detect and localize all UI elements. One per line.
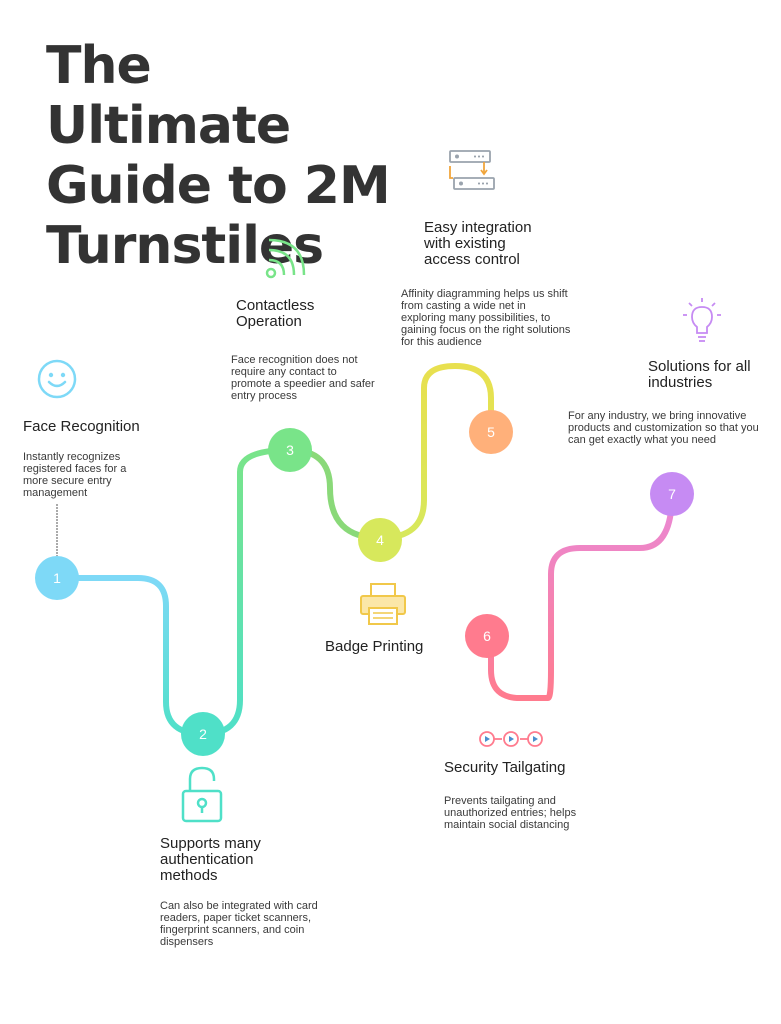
page-title: The Ultimate Guide to 2M Turnstiles	[46, 36, 391, 276]
printer-icon	[360, 583, 406, 625]
step-number: 2	[199, 726, 207, 742]
step-6-description: Prevents tailgating and unauthorized ent…	[444, 795, 577, 831]
step-node-1: 1	[35, 556, 79, 600]
road-segment-6-7	[488, 491, 675, 701]
wireless-signal-icon	[265, 238, 306, 279]
three-circles-chain-icon	[479, 731, 543, 747]
step-1-description: Instantly recognizes registered faces fo…	[23, 451, 127, 499]
unlocked-padlock-icon	[181, 766, 223, 823]
step-6-heading: Security Tailgating	[444, 759, 566, 776]
step-4-heading: Badge Printing	[325, 638, 424, 655]
step-number: 4	[376, 532, 384, 548]
step-node-2: 2	[181, 712, 225, 756]
step-2-description: Can also be integrated with card readers…	[160, 900, 318, 948]
step-node-4: 4	[358, 518, 402, 562]
step-number: 1	[53, 570, 61, 586]
step-node-3: 3	[268, 428, 312, 472]
lightbulb-icon	[683, 298, 721, 342]
road-segment-4-5	[377, 362, 494, 541]
step-7-heading: Solutions for all industries	[648, 358, 751, 391]
step-1-heading: Face Recognition	[23, 418, 140, 435]
step-node-5: 5	[469, 410, 513, 454]
smiley-icon	[37, 359, 77, 399]
step-number: 5	[487, 424, 495, 440]
server-sync-icon	[449, 150, 495, 190]
step-number: 7	[668, 486, 676, 502]
road-segment-2-3	[200, 447, 293, 737]
step-2-heading: Supports many authentication methods	[160, 835, 261, 884]
step-node-6: 6	[465, 614, 509, 658]
step-node-7: 7	[650, 472, 694, 516]
step-5-description: Affinity diagramming helps us shift from…	[401, 288, 571, 348]
step-7-description: For any industry, we bring innovative pr…	[568, 410, 759, 446]
step-3-description: Face recognition does not require any co…	[231, 354, 375, 402]
step-5-heading: Easy integration with existing access co…	[424, 219, 532, 268]
road-segment-1-2	[54, 575, 206, 737]
step-3-heading: Contactless Operation	[236, 297, 315, 330]
step-number: 3	[286, 442, 294, 458]
step-number: 6	[483, 628, 491, 644]
